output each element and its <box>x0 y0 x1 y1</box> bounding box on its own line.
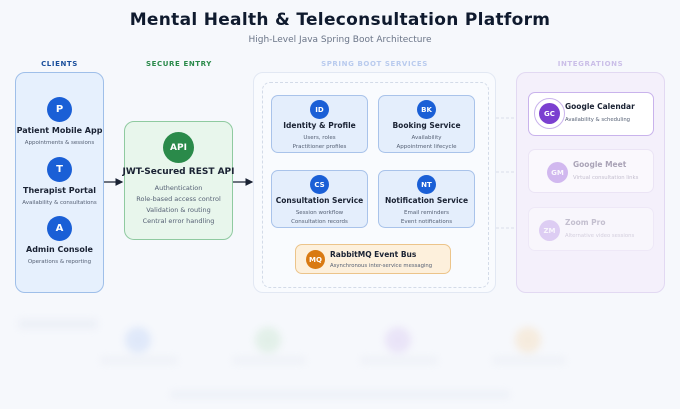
api-gateway-badge: API <box>163 132 194 163</box>
client-patient-app[interactable]: P Patient Mobile App Appointments & sess… <box>16 97 103 147</box>
column-heading-integrations: INTEGRATIONS <box>557 60 624 68</box>
service-booking-line-1: Availability <box>411 135 442 141</box>
integration-zoom-pro[interactable]: ZM Zoom Pro Alternative video sessions <box>528 207 654 251</box>
client-admin-badge: A <box>47 216 72 241</box>
diagram-subtitle: High-Level Java Spring Boot Architecture <box>248 35 432 45</box>
clients-panel: P Patient Mobile App Appointments & sess… <box>15 72 104 293</box>
service-notification-line-1: Email reminders <box>404 210 449 216</box>
integration-google-meet[interactable]: GM Google Meet Virtual consultation link… <box>528 149 654 193</box>
api-gateway-line-3: Validation & routing <box>146 206 211 214</box>
event-bus[interactable]: MQ RabbitMQ Event Bus Asynchronous inter… <box>295 244 451 274</box>
client-therapist-badge: T <box>47 157 72 182</box>
diagram-title: Mental Health & Teleconsultation Platfor… <box>129 10 551 30</box>
service-notification-badge: NT <box>417 175 436 194</box>
api-gateway-line-4: Central error handling <box>142 217 215 225</box>
service-consultation-badge: CS <box>310 175 329 194</box>
service-booking[interactable]: BK Booking Service Availability Appointm… <box>378 95 475 153</box>
column-heading-secure-entry: SECURE ENTRY <box>146 60 212 68</box>
client-therapist-title: Therapist Portal <box>22 186 97 195</box>
service-notification-line-2: Event notifications <box>400 219 453 225</box>
api-gateway-line-1: Authentication <box>154 184 203 192</box>
service-notification[interactable]: NT Notification Service Email reminders … <box>378 170 475 228</box>
zoom-pro-title: Zoom Pro <box>565 218 606 227</box>
integration-google-calendar[interactable]: GC Google Calendar Availability & schedu… <box>528 92 654 136</box>
google-meet-title: Google Meet <box>573 160 627 169</box>
service-identity-title: Identity & Profile <box>283 121 356 130</box>
service-consultation-title: Consultation Service <box>275 196 364 205</box>
service-booking-badge: BK <box>417 100 436 119</box>
zoom-pro-sub: Alternative video sessions <box>565 233 635 239</box>
faded-lower-band <box>0 305 680 409</box>
client-patient-badge: P <box>47 97 72 122</box>
client-patient-title: Patient Mobile App <box>16 126 103 135</box>
column-heading-services: SPRING BOOT SERVICES <box>321 60 428 68</box>
google-calendar-title: Google Calendar <box>565 102 635 111</box>
column-heading-clients: CLIENTS <box>41 60 78 68</box>
client-admin-sub: Operations & reporting <box>27 259 92 265</box>
client-therapist-sub: Availability & consultations <box>22 200 97 206</box>
client-admin-console[interactable]: A Admin Console Operations & reporting <box>16 216 103 266</box>
service-notification-title: Notification Service <box>384 196 469 205</box>
service-booking-title: Booking Service <box>392 121 461 130</box>
service-consultation-line-1: Session workflow <box>295 210 344 216</box>
service-consultation[interactable]: CS Consultation Service Session workflow… <box>271 170 368 228</box>
google-calendar-badge: GC <box>539 103 560 124</box>
service-identity-line-1: Users, roles <box>303 135 336 141</box>
client-therapist-portal[interactable]: T Therapist Portal Availability & consul… <box>16 157 103 207</box>
api-gateway-title: JWT-Secured REST API <box>122 167 235 177</box>
services-dashed-boundary <box>262 82 489 288</box>
google-meet-badge: GM <box>547 162 568 183</box>
event-bus-sub: Asynchronous inter-service messaging <box>330 263 433 269</box>
service-consultation-line-2: Consultation records <box>291 219 348 225</box>
api-gateway-panel[interactable]: API JWT-Secured REST API Authentication … <box>122 121 235 240</box>
service-booking-line-2: Appointment lifecycle <box>396 144 457 150</box>
service-identity-profile[interactable]: ID Identity & Profile Users, roles Pract… <box>271 95 368 153</box>
service-identity-line-2: Practitioner profiles <box>292 144 347 150</box>
client-admin-title: Admin Console <box>26 245 93 254</box>
api-gateway-line-2: Role-based access control <box>136 195 221 203</box>
google-meet-sub: Virtual consultation links <box>573 175 639 181</box>
zoom-pro-badge: ZM <box>539 220 560 241</box>
event-bus-title: RabbitMQ Event Bus <box>330 250 417 259</box>
client-patient-sub: Appointments & sessions <box>24 140 95 146</box>
google-calendar-sub: Availability & scheduling <box>565 117 631 123</box>
event-bus-badge: MQ <box>306 250 325 269</box>
service-identity-badge: ID <box>310 100 329 119</box>
